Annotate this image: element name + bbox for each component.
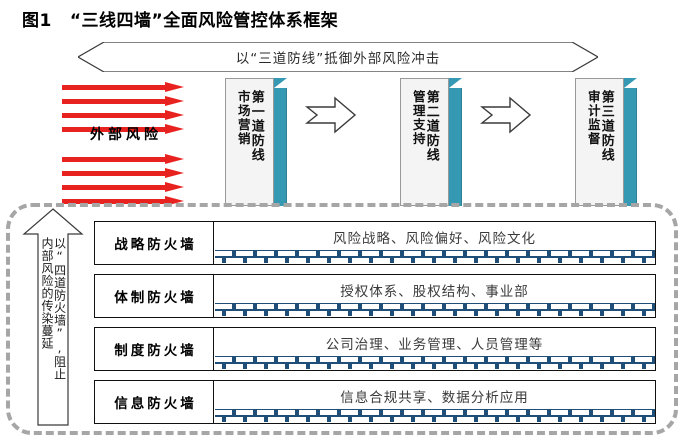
external-risk-arrow <box>62 124 184 134</box>
firewall-name: 战略防火墙 <box>94 221 214 265</box>
external-risk-arrow <box>62 96 184 106</box>
firewall-content: 授权体系、股权结构、事业部 <box>340 284 529 300</box>
firewall-content-cell: 风险战略、风险偏好、风险文化 <box>214 221 656 265</box>
defense-line-box-2[interactable]: 第二道防线 管理支持 <box>400 78 462 206</box>
firewall-name: 体制防火墙 <box>94 274 214 318</box>
figure-title-text: “三线四墙”全面风险管控体系框架 <box>69 11 339 31</box>
connector-arrow-2 <box>480 96 532 134</box>
box-side-panel <box>624 88 637 206</box>
external-risk-arrow <box>62 154 184 164</box>
top-banner-outline-icon <box>78 42 598 72</box>
external-risk-arrow <box>62 168 184 178</box>
internal-risk-text-left: 内部风险的传染蔓延 <box>40 237 54 350</box>
firewall-content: 信息合规共享、数据分析应用 <box>340 390 529 406</box>
internal-risk-arrow-text: 以“四道防火墙”,阻止 内部风险的传染蔓延 <box>22 237 84 421</box>
brick-pattern <box>215 250 655 263</box>
right-arrow-icon <box>305 96 357 134</box>
box-front-face <box>400 78 449 206</box>
firewall-name: 制度防火墙 <box>94 327 214 371</box>
box-side-panel <box>449 88 462 206</box>
box-front-face <box>575 78 624 206</box>
firewall-content: 风险战略、风险偏好、风险文化 <box>333 231 536 247</box>
figure-number: 图1 <box>22 11 52 31</box>
defense-line-2-text: 第二道防线 管理支持 <box>400 78 449 206</box>
box-top-bevel <box>449 78 462 88</box>
external-risk-arrow <box>62 110 184 120</box>
external-risk-arrow <box>62 196 184 206</box>
external-risk-arrow <box>62 182 184 192</box>
defense-line-1-name: 第一道防线 <box>248 90 264 163</box>
internal-risk-containment-frame <box>6 203 678 435</box>
top-banner-label: 以“三道防线”抵御外部风险冲击 <box>235 51 441 67</box>
defense-line-box-3[interactable]: 第三道防线 审计监督 <box>575 78 637 206</box>
firewall-content-cell: 授权体系、股权结构、事业部 <box>214 274 656 318</box>
right-arrow-icon <box>480 96 532 134</box>
firewall-row[interactable]: 制度防火墙 公司治理、业务管理、人员管理等 <box>94 327 656 371</box>
brick-pattern <box>215 409 655 422</box>
external-risk-label: 外部风险 <box>90 127 162 143</box>
internal-risk-text-right: 以“四道防火墙”,阻止 <box>52 237 67 381</box>
external-risk-arrow <box>62 82 184 92</box>
top-banner-arrow: 以“三道防线”抵御外部风险冲击 <box>78 42 598 72</box>
firewall-row[interactable]: 体制防火墙 授权体系、股权结构、事业部 <box>94 274 656 318</box>
firewall-content-cell: 公司治理、业务管理、人员管理等 <box>214 327 656 371</box>
internal-risk-arrow: 以“四道防火墙”,阻止 内部风险的传染蔓延 <box>22 207 84 427</box>
defense-line-3-function: 审计监督 <box>585 90 601 146</box>
box-top-bevel <box>624 78 637 88</box>
defense-line-2-name: 第二道防线 <box>423 90 439 163</box>
firewall-row[interactable]: 信息防火墙 信息合规共享、数据分析应用 <box>94 380 656 424</box>
box-top-bevel <box>274 78 287 88</box>
defense-line-box-1[interactable]: 第一道防线 市场营销 <box>225 78 287 206</box>
page-title: 图1 “三线四墙”全面风险管控体系框架 <box>22 6 338 31</box>
firewall-name: 信息防火墙 <box>94 380 214 424</box>
defense-line-1-function: 市场营销 <box>235 90 251 146</box>
box-side-panel <box>274 88 287 206</box>
defense-line-2-function: 管理支持 <box>410 90 426 146</box>
connector-arrow-1 <box>305 96 357 134</box>
firewall-content: 公司治理、业务管理、人员管理等 <box>325 337 544 353</box>
firewall-content-cell: 信息合规共享、数据分析应用 <box>214 380 656 424</box>
box-front-face <box>225 78 274 206</box>
defense-line-3-name: 第三道防线 <box>598 90 614 163</box>
brick-pattern <box>215 303 655 316</box>
defense-line-3-text: 第三道防线 审计监督 <box>575 78 624 206</box>
brick-pattern <box>215 356 655 369</box>
up-arrow-icon <box>22 208 84 426</box>
defense-line-1-text: 第一道防线 市场营销 <box>225 78 274 206</box>
firewall-row[interactable]: 战略防火墙 风险战略、风险偏好、风险文化 <box>94 221 656 265</box>
